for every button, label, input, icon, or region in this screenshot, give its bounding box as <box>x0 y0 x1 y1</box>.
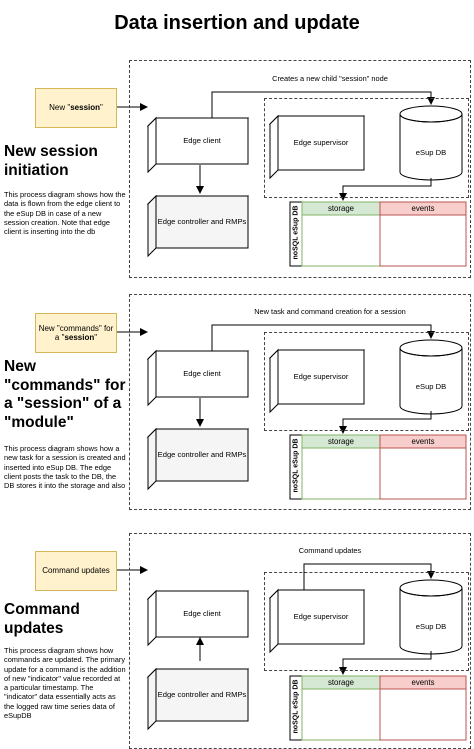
section-description: This process diagram shows how the data … <box>4 190 126 236</box>
events-column <box>379 688 467 741</box>
flow-caption: Command updates <box>298 546 362 555</box>
events-header-label: events <box>411 437 435 446</box>
events-column <box>379 447 467 500</box>
edge-client-block <box>146 116 250 174</box>
db-to-table-arrow <box>339 411 432 434</box>
esup-db-cylinder <box>399 339 463 415</box>
client-to-db-arrow <box>211 324 435 351</box>
edge-supervisor-block <box>268 114 366 180</box>
table-side-label: noSQL eSup DB <box>292 205 300 260</box>
edge-supervisor-label: Edge supervisor <box>293 138 349 148</box>
note-box: New "commands" for a "session" <box>35 313 117 353</box>
note-fragment: " <box>94 333 98 342</box>
esup-db-cylinder <box>399 105 463 181</box>
edge-controller-label: Edge controller and RMPs <box>157 217 247 227</box>
edge-supervisor-label: Edge supervisor <box>293 372 349 382</box>
table-side-label: noSQL eSup DB <box>292 679 300 734</box>
esup-db-label: eSup DB <box>415 382 447 392</box>
note-keyword: session <box>64 333 95 342</box>
db-to-table-arrow <box>339 178 432 201</box>
nosql-table <box>289 434 467 500</box>
edge-controller-label: Edge controller and RMPs <box>157 690 247 700</box>
note-fragment: New "commands" for a " <box>38 323 114 342</box>
edge-controller-block <box>146 427 250 491</box>
note-keyword: session <box>70 103 101 113</box>
nosql-table <box>289 201 467 267</box>
supervisor-to-db-arrow <box>303 563 435 590</box>
flow-caption: Creates a new child "session" node <box>272 74 388 83</box>
storage-header-label: storage <box>327 204 354 213</box>
nosql-table <box>289 675 467 741</box>
edge-supervisor-label: Edge supervisor <box>293 612 349 622</box>
section-heading: Command updates <box>4 601 80 637</box>
db-group-frame <box>264 572 469 671</box>
esup-db-label: eSup DB <box>415 148 447 158</box>
note-box: Command updates <box>35 551 117 591</box>
storage-column <box>301 447 381 500</box>
edge-supervisor-block <box>268 348 366 414</box>
storage-header-label: storage <box>327 437 354 446</box>
section-description: This process diagram shows how a new tas… <box>4 444 126 490</box>
esup-db-label: eSup DB <box>415 622 447 632</box>
esup-db-cylinder <box>399 579 463 655</box>
section-description: This process diagram shows how commands … <box>4 646 126 720</box>
edge-client-label: Edge client <box>183 136 221 146</box>
note-text: Command updates <box>42 566 110 575</box>
note-text: New "commands" for a "session" <box>36 324 116 342</box>
edge-controller-block <box>146 667 250 731</box>
storage-header-label: storage <box>327 678 354 687</box>
note-fragment: New " <box>49 103 71 113</box>
section-heading: New session initiation <box>4 143 98 179</box>
edge-supervisor-block <box>268 588 366 654</box>
events-column <box>379 214 467 267</box>
flow-caption: New task and command creation for a sess… <box>254 307 406 316</box>
section-frame <box>129 60 471 278</box>
edge-client-label: Edge client <box>183 609 221 619</box>
edge-client-block <box>146 349 250 407</box>
note-fragment: Command updates <box>42 566 110 576</box>
events-header-label: events <box>411 204 435 213</box>
table-side-label: noSQL eSup DB <box>292 438 300 493</box>
db-to-table-arrow <box>339 651 432 675</box>
page-title: Data insertion and update <box>114 12 360 34</box>
db-group-frame <box>264 98 469 198</box>
edge-client-label: Edge client <box>183 369 221 379</box>
section-frame <box>129 294 471 510</box>
db-group-frame <box>264 332 469 431</box>
edge-controller-block <box>146 194 250 258</box>
note-box: New "session" <box>35 88 117 128</box>
note-text: New "session" <box>49 103 103 112</box>
events-header-label: events <box>411 678 435 687</box>
section-heading: New "commands" for a "session" of a "mod… <box>4 358 126 431</box>
edge-controller-label: Edge controller and RMPs <box>157 450 247 460</box>
note-fragment: " <box>100 103 103 113</box>
